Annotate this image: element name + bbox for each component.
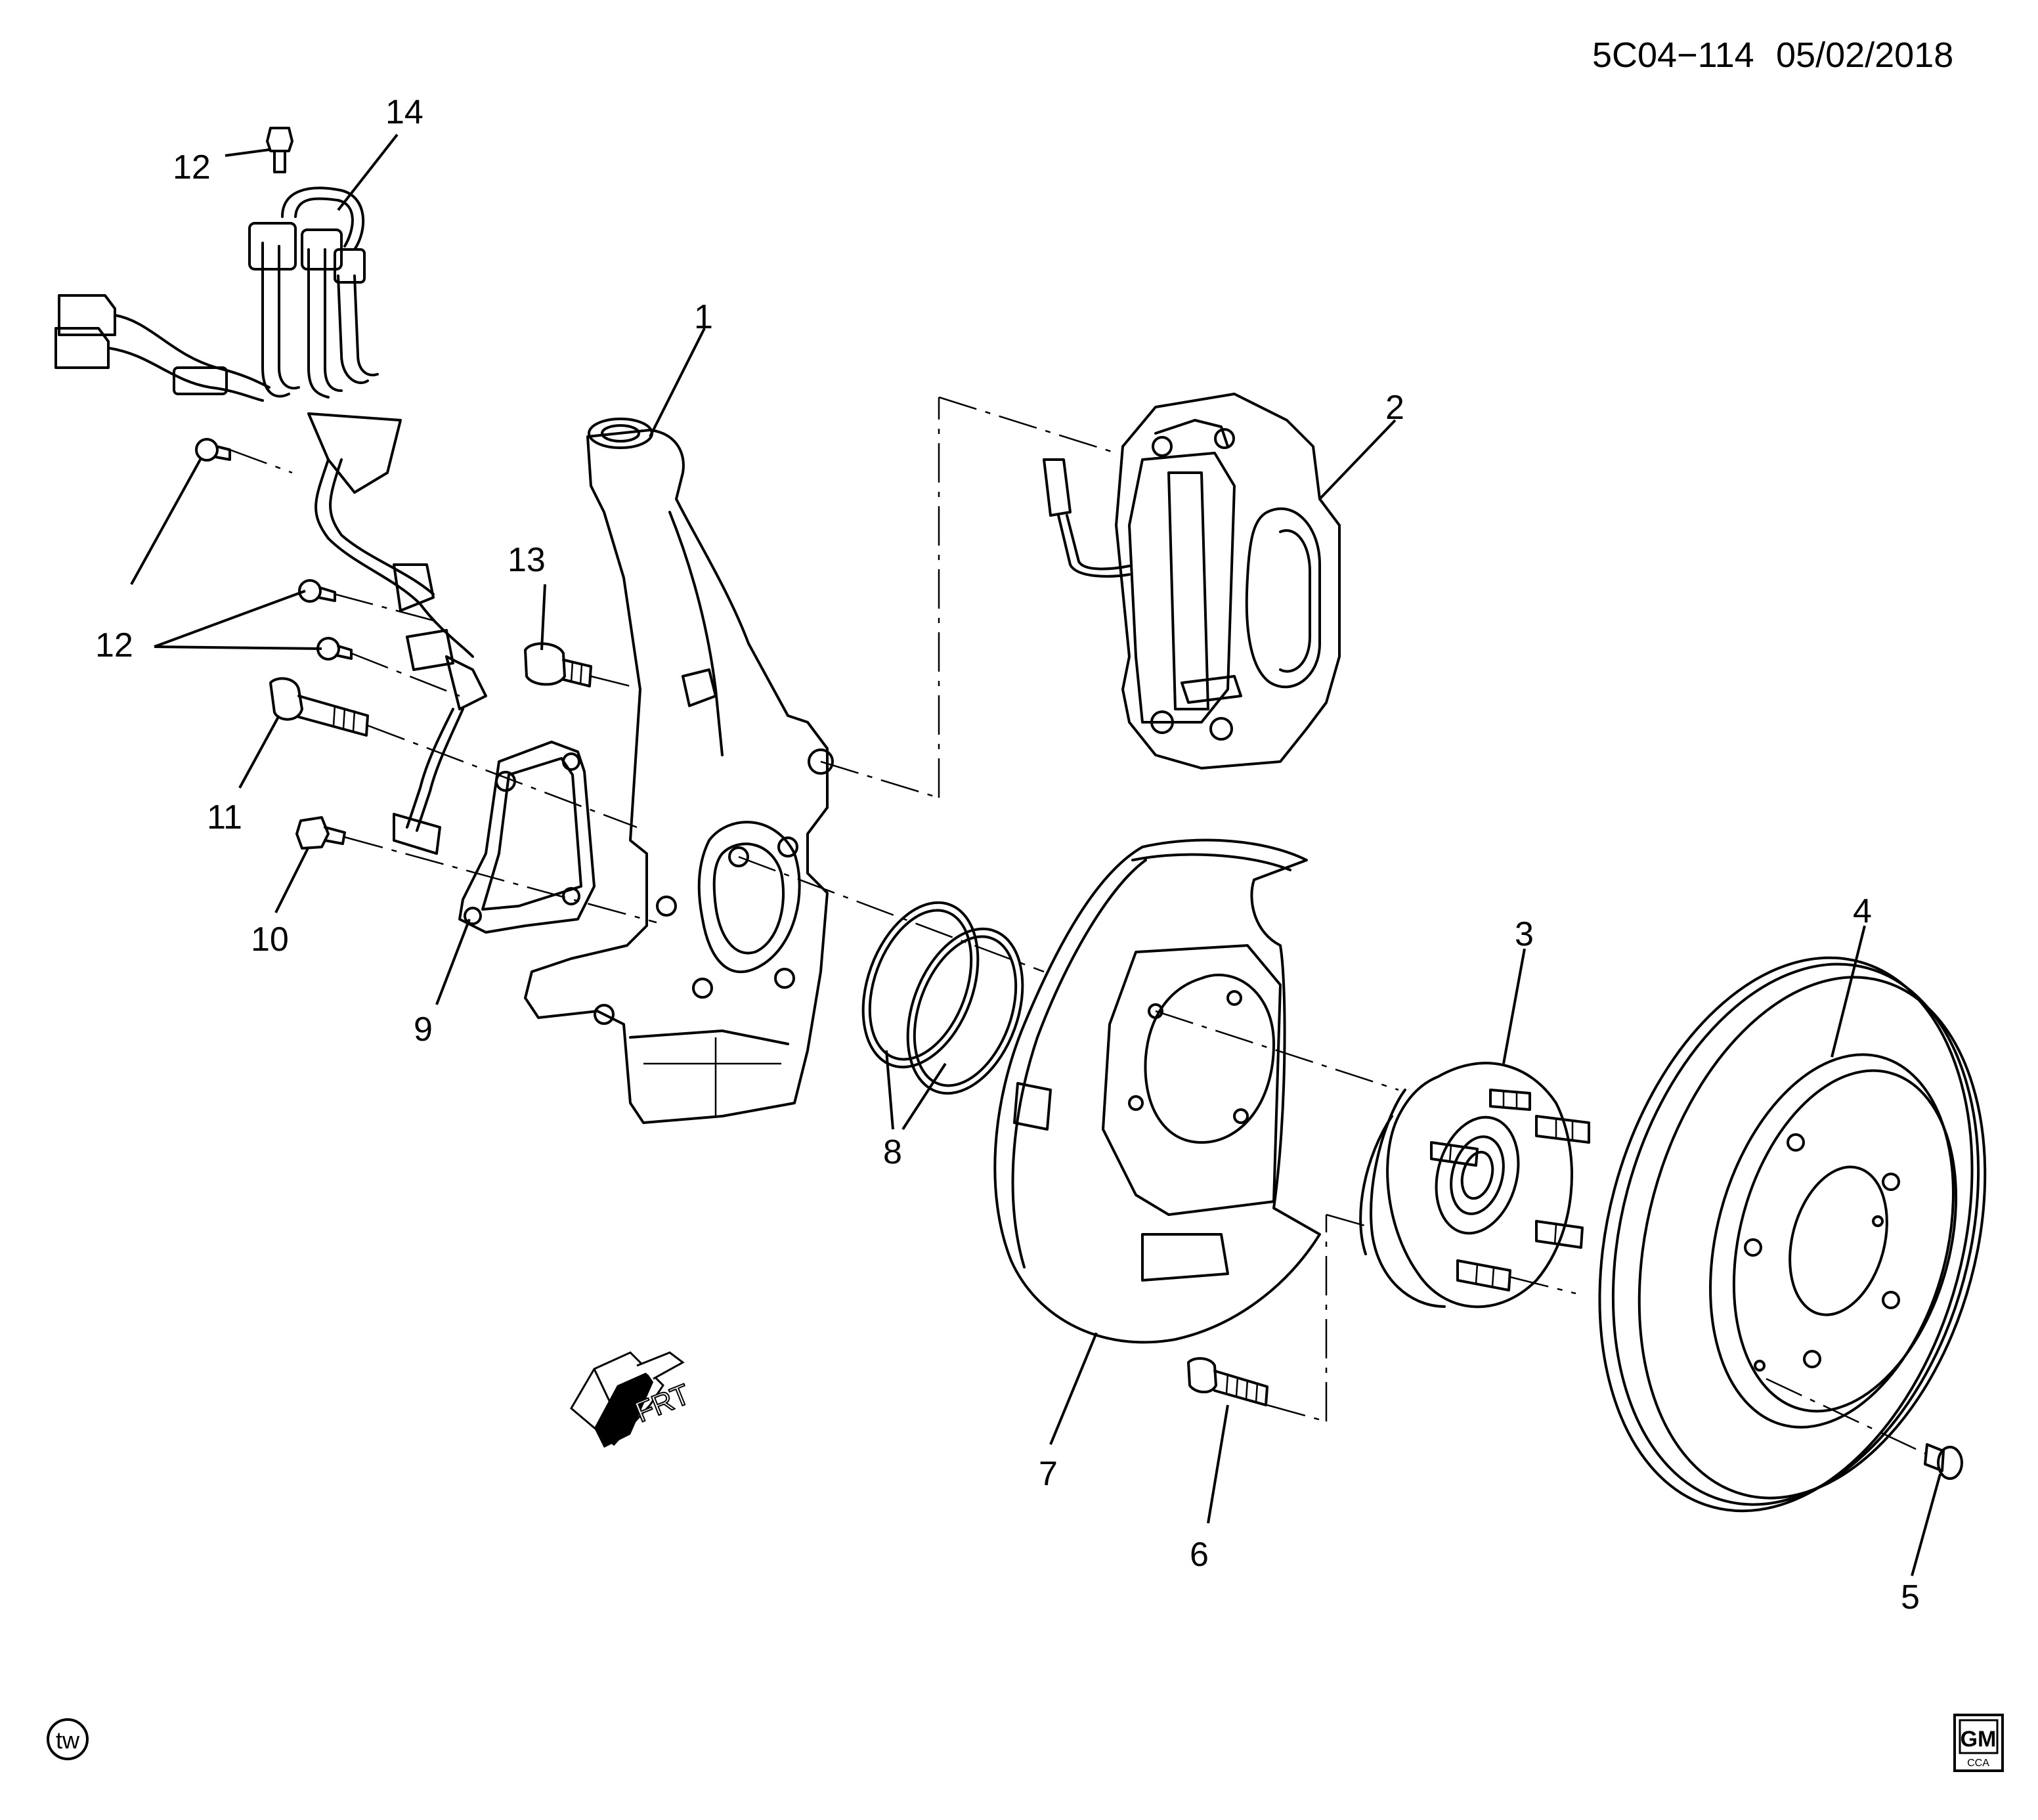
tw-badge-icon: tw [47, 1718, 89, 1760]
diagram-date: 05/02/2018 [1776, 35, 1953, 75]
callout-7: 7 [1039, 1455, 1058, 1493]
callout-12-pair: 12 [95, 626, 133, 664]
part-5-screw [1924, 1443, 1963, 1480]
leader-lines [130, 133, 1941, 1576]
gm-logo-text: GM [1961, 1727, 1997, 1752]
part-3-hub-bearing [1359, 1062, 1590, 1309]
part-2-caliper [1043, 393, 1341, 769]
callout-11: 11 [207, 798, 242, 836]
front-direction-arrow-icon: FRT [570, 1351, 695, 1448]
part-6-wheel-stud [1187, 1357, 1268, 1406]
part-10-bolt [295, 816, 346, 850]
gm-logo-icon: GM CCA [1953, 1714, 2004, 1772]
callouts: 1 2 3 4 5 6 7 8 9 10 11 12 12 12 13 14 [95, 93, 1920, 1616]
part-1-knuckle [524, 418, 834, 1124]
part-13-bolt [524, 642, 592, 687]
callout-10: 10 [251, 921, 289, 959]
part-11-bolt [269, 677, 369, 737]
callout-12-top: 12 [173, 148, 211, 186]
part-12-bolt-left [195, 438, 231, 462]
part-14-harness [54, 186, 487, 855]
callout-14: 14 [385, 93, 423, 131]
callout-2: 2 [1385, 389, 1404, 427]
callout-3: 3 [1515, 915, 1534, 953]
part-7-splash-shield [993, 838, 1321, 1344]
diagram-reference: 5C04−114 [1592, 35, 1754, 75]
callout-5: 5 [1901, 1578, 1920, 1616]
callout-4: 4 [1853, 892, 1872, 930]
callout-13: 13 [508, 541, 546, 579]
part-9-bracket [458, 741, 596, 934]
callout-6: 6 [1190, 1536, 1209, 1574]
callout-1: 1 [694, 298, 713, 336]
part-12-bolt-top [266, 127, 293, 173]
callout-9: 9 [414, 1010, 433, 1049]
callout-8: 8 [883, 1133, 902, 1171]
part-8-o-rings [861, 901, 1024, 1095]
gm-logo-subtext: CCA [1967, 1758, 1989, 1769]
tw-badge-text: tw [56, 1727, 80, 1754]
part-4-rotor [1598, 956, 1987, 1513]
alignment-lines [229, 396, 1928, 1456]
